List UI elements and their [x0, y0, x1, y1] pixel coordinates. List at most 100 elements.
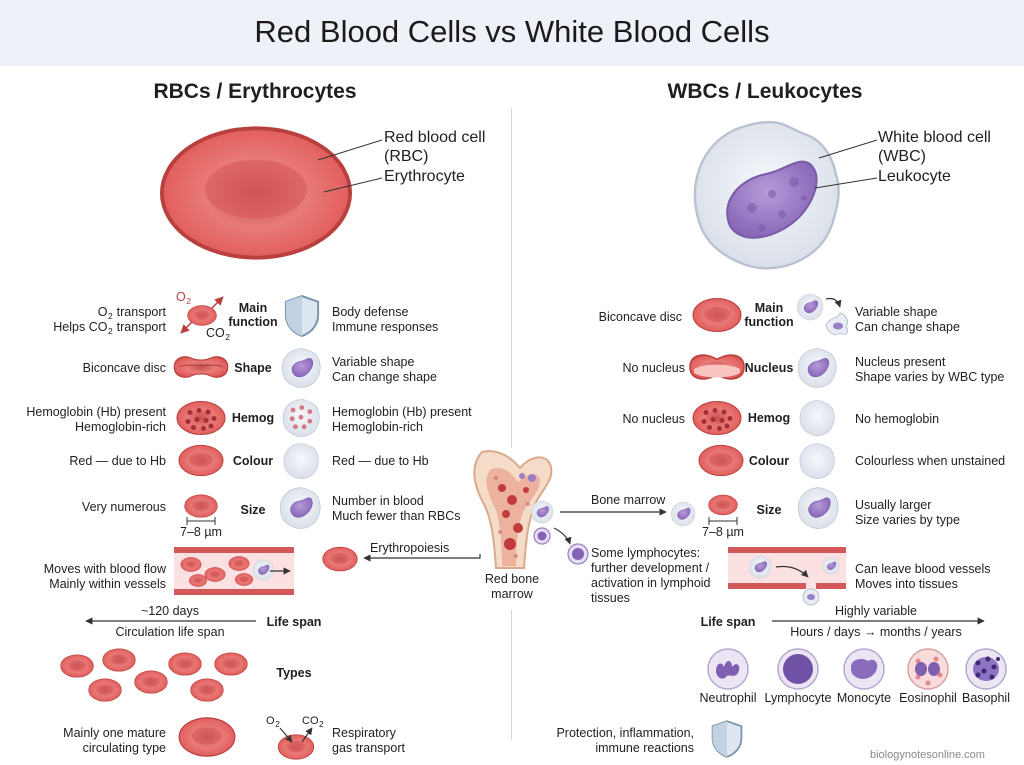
wbc-no-hemoglobin-icon — [799, 400, 835, 436]
red-bone-marrow-label-1: Red bone — [484, 572, 540, 586]
left-rbc-vessel-1: Moves with blood flow — [43, 562, 166, 576]
type-neutrophil-label: Neutrophil — [699, 691, 757, 705]
protection-shield-icon — [711, 720, 743, 758]
category-size-left: Size — [240, 503, 266, 517]
gas-co2-label: CO2 — [302, 715, 324, 729]
lymphocyte-note-4: tissues — [591, 591, 630, 605]
right-rbc-shape-text: Biconcave disc — [598, 310, 682, 324]
source-credit: biologynotesonline.com — [870, 749, 985, 761]
rbc-cross-section-icon — [689, 354, 745, 380]
shield-icon — [284, 295, 320, 337]
rbc-mature-type-icon — [178, 717, 236, 757]
red-bone-marrow-label-2: marrow — [491, 587, 533, 601]
hero-rbc-abbrev: (RBC) — [384, 148, 429, 165]
right-wbc-colour: Colourless when unstained — [855, 454, 1006, 468]
hero-rbc-leader-lines — [317, 139, 383, 193]
category-colour-right: Colour — [748, 454, 790, 468]
category-shape: Shape — [234, 361, 272, 375]
wbc-colourless-icon — [799, 443, 835, 479]
type-monocyte-label: Monocyte — [836, 691, 892, 705]
left-wbc-colour: Red — due to Hb — [332, 454, 429, 468]
left-life-span-label: Circulation life span — [115, 625, 225, 639]
gas-o2-label: O2 — [266, 715, 280, 729]
category-hemog-left: Hemog — [231, 411, 275, 425]
right-wbc-nucleus-2: Shape varies by WBC type — [855, 370, 1005, 384]
left-wbc-hb-1: Hemoglobin (Hb) present — [332, 405, 472, 419]
left-wbc-size-1: Number in blood — [332, 494, 424, 508]
hero-wbc-leader-lines — [814, 139, 878, 189]
right-wbc-size-1: Usually larger — [855, 498, 932, 512]
rbc-hemoglobin-icon — [176, 400, 226, 436]
category-life-span-right: Life span — [700, 615, 756, 629]
hero-wbc-label: White blood cell — [878, 129, 991, 146]
bone-marrow-arrow — [560, 508, 667, 516]
left-wbc-gas-1: Respiratory — [332, 726, 396, 740]
rbc-side-view-icon — [173, 356, 229, 378]
lymphocyte-note-1: Some lymphocytes: — [591, 546, 701, 560]
erythropoiesis-arrow — [363, 554, 481, 562]
right-rbc-hemoglobin-icon — [692, 400, 742, 436]
right-wbc-vessel-1: Can leave blood vessels — [855, 562, 991, 576]
right-protection-2: immune reactions — [595, 741, 694, 755]
type-eosinophil-label: Eosinophil — [899, 691, 957, 705]
category-life-span-left: Life span — [266, 615, 322, 629]
right-rbc-colour-icon — [698, 444, 744, 477]
left-life-span-arrow — [85, 617, 256, 625]
marrow-wbc-cells-icon — [531, 500, 589, 565]
wbc-colour-icon — [283, 443, 319, 479]
erythropoiesis-label: Erythropoiesis — [370, 541, 450, 555]
hero-wbc-alt-name: Leukocyte — [878, 168, 951, 185]
left-size-scale: 7–8 µm — [180, 525, 222, 539]
category-types: Types — [276, 666, 312, 680]
right-wbc-function-2: Can change shape — [855, 320, 960, 334]
lymphocyte-note-3: activation in lymphoid — [591, 576, 711, 590]
center-divider-bottom — [511, 610, 512, 740]
right-life-span-value: Highly variable — [835, 604, 917, 618]
hero-rbc-label: Red blood cell — [384, 129, 486, 146]
right-life-span-arrow — [772, 617, 985, 625]
erythropoiesis-rbc-icon — [322, 546, 358, 572]
left-rbc-hb-1: Hemoglobin (Hb) present — [26, 405, 166, 419]
right-life-span-label: Hours / days → months / years — [790, 625, 962, 639]
wbc-shape-icon — [281, 348, 321, 388]
rbc-heading: RBCs / Erythrocytes — [153, 80, 357, 103]
left-wbc-function-2: Immune responses — [332, 320, 439, 334]
category-hemog-right: Hemog — [747, 411, 791, 425]
left-rbc-hb-2: Hemoglobin-rich — [74, 420, 166, 434]
left-rbc-size: Very numerous — [81, 500, 166, 514]
gas-transport-icon — [277, 727, 315, 760]
category-colour-left: Colour — [232, 454, 274, 468]
left-wbc-gas-2: gas transport — [332, 741, 405, 755]
left-wbc-hb-2: Hemoglobin-rich — [332, 420, 424, 434]
left-rbc-shape: Biconcave disc — [82, 361, 166, 375]
monocyte-icon — [843, 648, 885, 690]
left-life-span-value: ~120 days — [140, 604, 200, 618]
co2-label: CO2 — [206, 326, 230, 342]
center-divider-top — [511, 108, 512, 448]
bone-marrow-icon — [473, 450, 553, 569]
gas-exchange-icon — [180, 296, 224, 334]
lymphocyte-icon — [777, 648, 819, 690]
small-wbc-icon — [671, 501, 696, 527]
hero-wbc-abbrev: (WBC) — [878, 148, 926, 165]
bone-marrow-label: Bone marrow — [591, 493, 666, 507]
title-bar — [0, 0, 1024, 66]
right-protection-1: Protection, inflammation, — [556, 726, 694, 740]
type-lymphocyte-label: Lymphocyte — [764, 691, 832, 705]
wbc-size-icon — [279, 487, 321, 529]
category-size-right: Size — [756, 503, 782, 517]
right-rbc-nucleus: No nucleus — [622, 361, 685, 375]
left-wbc-shape-1: Variable shape — [332, 355, 415, 369]
right-wbc-function-1: Variable shape — [855, 305, 938, 319]
right-rbc-function-icon — [692, 297, 742, 333]
size-scale-bar-right — [708, 517, 738, 525]
diapedesis-icon — [728, 547, 846, 606]
right-wbc-size-2: Size varies by type — [855, 513, 960, 527]
category-nucleus: Nucleus — [744, 361, 794, 375]
size-scale-bar-left — [186, 517, 216, 525]
type-basophil-label: Basophil — [962, 691, 1010, 705]
right-wbc-hemog: No hemoglobin — [855, 412, 940, 426]
right-wbc-vessel-2: Moves into tissues — [855, 577, 958, 591]
